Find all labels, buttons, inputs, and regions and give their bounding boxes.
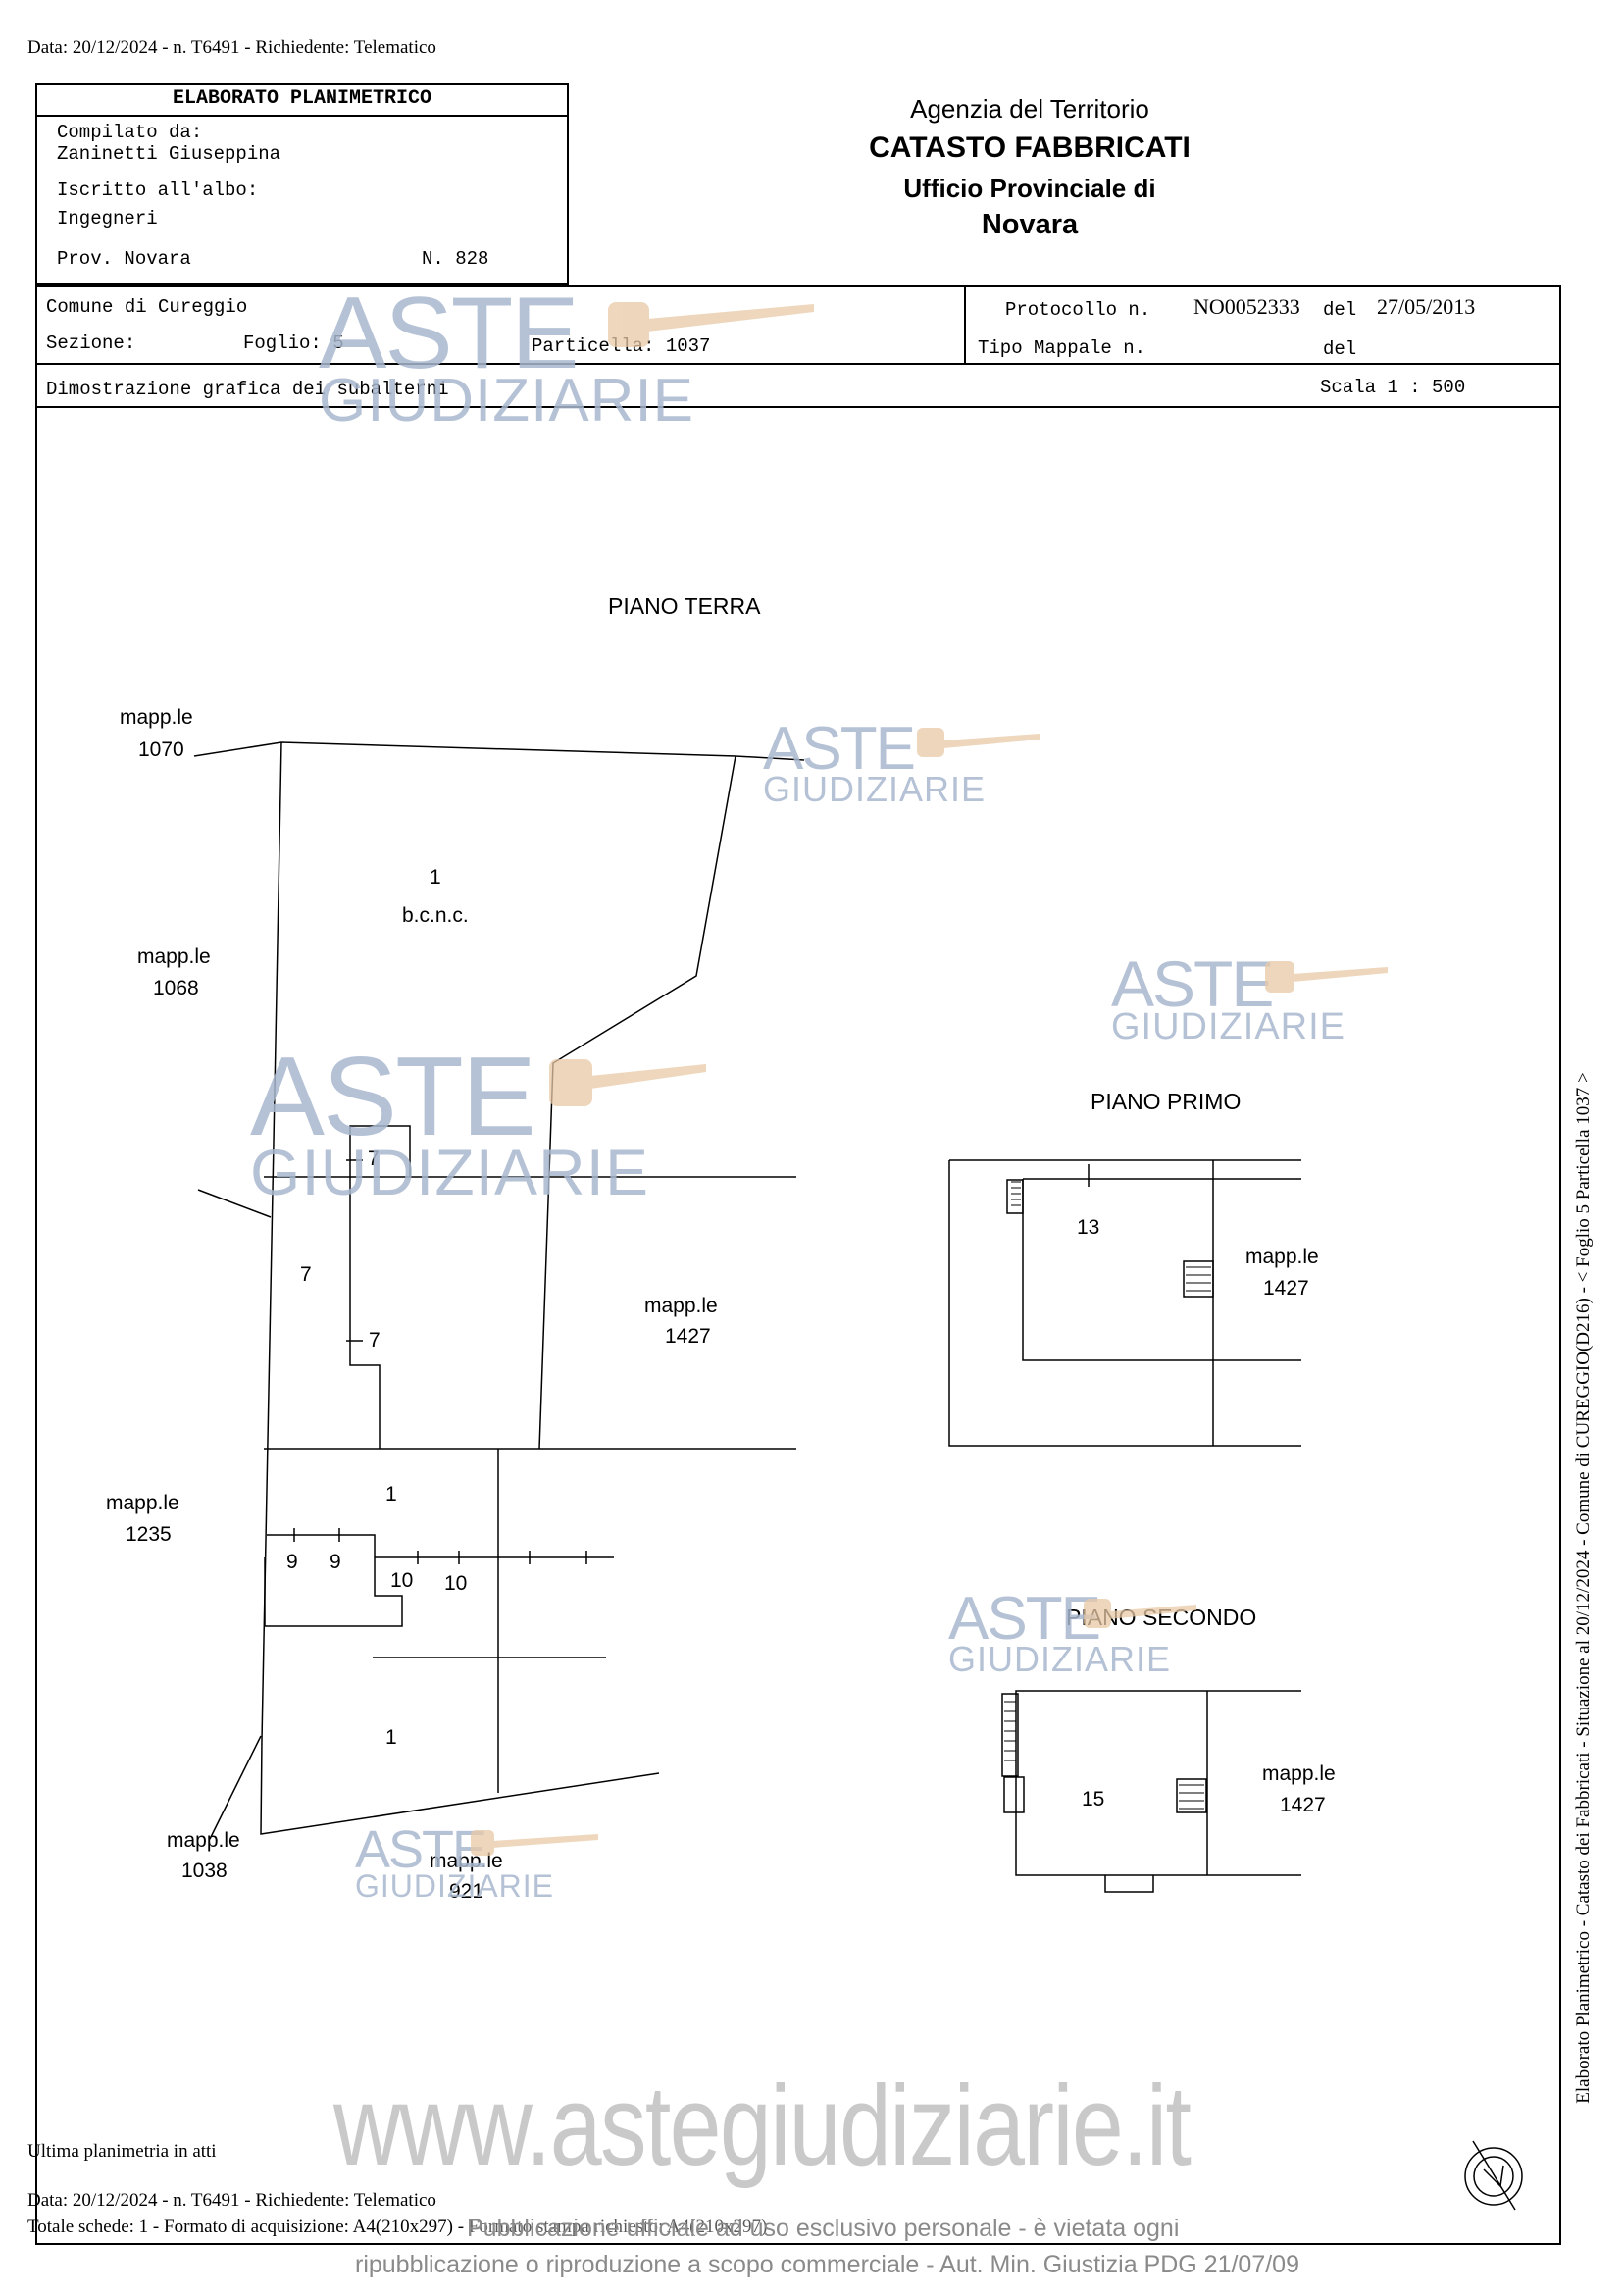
dimostrazione: Dimostrazione grafica dei subalterni: [46, 379, 449, 400]
watermark-giudiziarie: GIUDIZIARIE: [250, 1136, 650, 1208]
subalterno-7-b: 7: [300, 1263, 312, 1286]
agency-line3: Ufficio Provinciale di: [903, 174, 1156, 203]
subalterno-9-a: 9: [286, 1551, 298, 1573]
watermark-5: ASTE GIUDIZIARIE: [948, 1589, 1171, 1677]
agency-line4: Novara: [981, 209, 1079, 240]
mapp-label-1235: mapp.le: [106, 1492, 179, 1514]
sezione-label: Sezione:: [46, 332, 136, 354]
subalterno-10-b: 10: [444, 1572, 468, 1595]
watermark-2: ASTE GIUDIZIARIE: [763, 719, 986, 807]
watermark-3: ASTE GIUDIZIARIE: [1111, 951, 1345, 1046]
main-frame: [35, 285, 1561, 2245]
protocollo-label: Protocollo n.: [1005, 299, 1151, 321]
gavel-icon: [1084, 1599, 1196, 1628]
watermark-giudiziarie: GIUDIZIARIE: [948, 1639, 1172, 1679]
watermark-4: ASTE GIUDIZIARIE: [250, 1035, 650, 1208]
iscritto-label: Iscritto all'albo:: [57, 179, 259, 201]
subalterno-7-a: 7: [368, 1148, 380, 1170]
side-vertical-text: Elaborato Planimetrico - Catasto dei Fab…: [1573, 1072, 1594, 2104]
iscritto-value: Ingegneri: [57, 208, 158, 230]
piano-terra-label: PIANO TERRA: [608, 593, 761, 619]
watermark-aste: ASTE: [763, 715, 916, 783]
watermark-giudiziarie: GIUDIZIARIE: [319, 367, 695, 434]
mapp-number-921: 921: [449, 1880, 484, 1903]
info-divider-2: [35, 406, 1561, 408]
mapp-label-1068: mapp.le: [137, 945, 211, 968]
subalterno-1-b: 1: [385, 1726, 397, 1749]
footer-totale-line: Totale schede: 1 - Formato di acquisizio…: [27, 2217, 768, 2237]
bcnc-label: b.c.n.c.: [402, 904, 469, 927]
mapp-number-1235: 1235: [126, 1523, 172, 1546]
subalterno-15: 15: [1082, 1788, 1105, 1811]
tipo-mappale-label: Tipo Mappale n.: [978, 337, 1146, 359]
protocollo-value: NO0052333: [1193, 294, 1300, 319]
protocollo-date: 27/05/2013: [1377, 294, 1476, 319]
gavel-icon: [608, 302, 814, 347]
del2-label: del: [1323, 338, 1357, 360]
watermark-aste: ASTE: [948, 1585, 1101, 1653]
subalterno-9-b: 9: [330, 1551, 341, 1573]
subalterno-13: 13: [1077, 1216, 1100, 1239]
mapp-number-1068: 1068: [153, 977, 199, 999]
watermark-aste: ASTE: [355, 1820, 487, 1879]
mapp-number-1038: 1038: [181, 1860, 228, 1882]
mapp-label-1038: mapp.le: [167, 1829, 240, 1852]
subalterno-10-a: 10: [390, 1569, 414, 1592]
mapp-number-1427-secondo: 1427: [1280, 1794, 1326, 1816]
mapp-label-1427-secondo: mapp.le: [1262, 1762, 1336, 1785]
prov-label: Prov. Novara: [57, 248, 191, 270]
piano-primo-label: PIANO PRIMO: [1091, 1089, 1242, 1114]
title: ELABORATO PLANIMETRICO: [172, 87, 432, 110]
plan-secondo-lines: [1001, 1690, 1301, 1893]
north-arrow-icon: [1464, 2140, 1523, 2211]
title-box: [35, 83, 569, 285]
watermark-aste: ASTE: [250, 1035, 536, 1159]
compilato-name: Zaninetti Giuseppina: [57, 143, 281, 165]
footer-data-line: Data: 20/12/2024 - n. T6491 - Richiedent…: [27, 2190, 436, 2211]
plan-primo-lines: [948, 1159, 1301, 1447]
mapp-number-1427-primo: 1427: [1263, 1277, 1309, 1300]
subalterno-7-c: 7: [369, 1329, 381, 1352]
del-label: del: [1323, 299, 1357, 321]
ultima-planimetria: Ultima planimetria in atti: [27, 2141, 217, 2162]
watermark-aste: ASTE: [319, 277, 580, 390]
watermark-aste: ASTE: [1111, 947, 1274, 1020]
compilato-label: Compilato da:: [57, 122, 203, 143]
subalterno-1-a: 1: [385, 1483, 397, 1505]
publication-notice-1: Pubblicazione ufficiale ad uso esclusivo…: [467, 2215, 1180, 2243]
foglio: Foglio: 5: [243, 332, 344, 354]
watermark-giudiziarie: GIUDIZIARIE: [355, 1868, 555, 1904]
watermark-6: ASTE GIUDIZIARIE: [355, 1823, 554, 1902]
website-watermark: www.astegiudiziarie.it: [333, 2062, 1192, 2189]
gavel-icon: [917, 728, 1040, 757]
watermark-giudiziarie: GIUDIZIARIE: [1111, 1006, 1346, 1047]
publication-notice-2: ripubblicazione o riproduzione a scopo c…: [355, 2251, 1299, 2278]
mapp-label-1427-terra: mapp.le: [644, 1295, 718, 1317]
agency-line2: CATASTO FABBRICATI: [869, 131, 1191, 164]
subalterno-1-bcnc: 1: [430, 866, 441, 889]
scala: Scala 1 : 500: [1320, 377, 1466, 398]
mapp-number-1070: 1070: [138, 739, 184, 761]
mapp-label-1070: mapp.le: [120, 706, 193, 729]
gavel-icon: [549, 1059, 706, 1106]
mapp-label-1427-primo: mapp.le: [1245, 1246, 1319, 1268]
gavel-icon: [471, 1830, 598, 1856]
comune: Comune di Cureggio: [46, 296, 248, 318]
mapp-number-1427-terra: 1427: [665, 1325, 711, 1348]
gavel-icon: [1265, 961, 1388, 993]
agency-line1: Agenzia del Territorio: [910, 94, 1149, 124]
number-label: N. 828: [422, 248, 489, 270]
header-line: Data: 20/12/2024 - n. T6491 - Richiedent…: [27, 37, 436, 58]
title-divider: [35, 115, 569, 117]
info-divider-1: [35, 363, 1561, 365]
plan-terra-lines: [193, 741, 805, 1840]
watermark-1: ASTE GIUDIZIARIE: [319, 282, 694, 432]
info-vertical-divider: [964, 285, 966, 363]
watermark-giudiziarie: GIUDIZIARIE: [763, 769, 987, 809]
